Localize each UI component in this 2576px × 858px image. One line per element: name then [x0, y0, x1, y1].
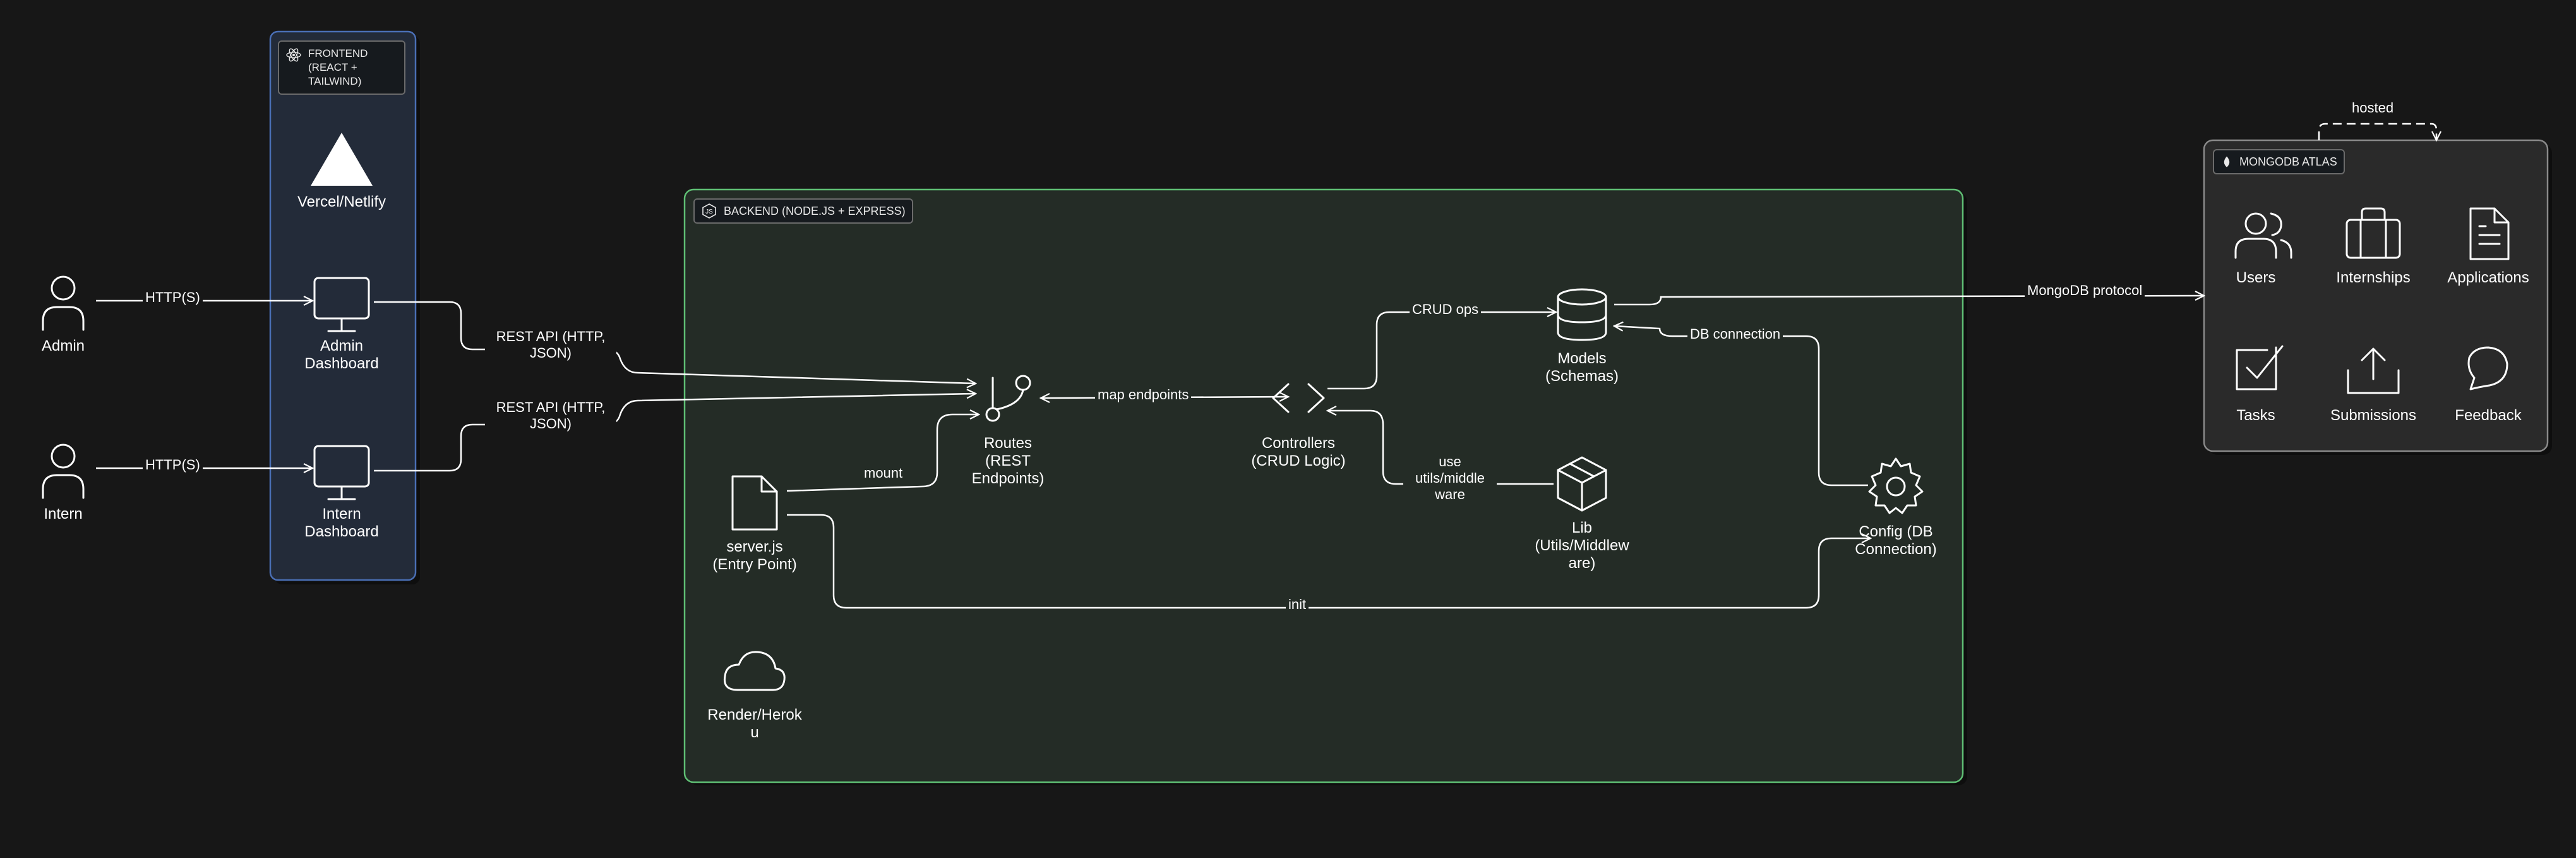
admin-label: Admin	[41, 337, 85, 354]
users-icon[interactable]	[2234, 212, 2292, 259]
edge-mongodb-protocol	[1614, 296, 2204, 306]
edge-hosted	[2318, 123, 2436, 140]
mongodb-group-title: MONGODB ATLAS	[2239, 155, 2337, 168]
edge-label-mongodb-protocol: MongoDB protocol	[2025, 282, 2145, 299]
users-label: Users	[2236, 269, 2276, 286]
lib-package-icon[interactable]	[1557, 456, 1607, 512]
edge-label-map-endpoints: map endpoints	[1095, 387, 1192, 403]
submissions-label: Submissions	[2330, 407, 2417, 424]
backend-group-badge: JS BACKEND (NODE.JS + EXPRESS)	[693, 198, 913, 224]
controllers-code-icon[interactable]	[1272, 383, 1325, 413]
edge-label-rest-intern: REST API (HTTP, JSON)	[485, 399, 616, 432]
edge-init	[787, 514, 1871, 609]
frontend-group-title-1: FRONTEND	[308, 47, 368, 59]
models-label: Models (Schemas)	[1545, 350, 1619, 385]
lib-label: Lib (Utils/Middlew are)	[1535, 519, 1629, 572]
nodejs-icon: JS	[702, 203, 716, 219]
svg-text:JS: JS	[705, 208, 713, 215]
edge-label-db-connection: DB connection	[1687, 326, 1783, 342]
intern-label: Intern	[44, 505, 83, 523]
feedback-label: Feedback	[2455, 407, 2522, 424]
routes-fork-icon[interactable]	[985, 375, 1031, 422]
edge-label-crud-ops: CRUD ops	[1410, 301, 1482, 318]
frontend-group-title-2: (REACT +	[308, 61, 357, 73]
admin-user-icon[interactable]	[42, 275, 85, 331]
backend-group	[683, 188, 1964, 783]
render-cloud-icon[interactable]	[723, 651, 786, 691]
admin-dashboard-monitor-icon[interactable]	[313, 277, 370, 332]
edge-label-mount: mount	[861, 465, 906, 481]
backend-group-title: BACKEND (NODE.JS + EXPRESS)	[724, 205, 906, 217]
edge-label-intern-http: HTTP(S)	[143, 457, 203, 473]
frontend-group-title-3: TAILWIND)	[308, 75, 362, 87]
admin-dashboard-label: Admin Dashboard	[304, 337, 379, 372]
frontend-group	[269, 30, 417, 581]
edge-crud-ops	[1327, 312, 1556, 390]
intern-dashboard-label: Intern Dashboard	[304, 505, 379, 540]
mongodb-group-badge: MONGODB ATLAS	[2213, 149, 2345, 174]
server-file-icon[interactable]	[731, 475, 778, 531]
edge-label-hosted: hosted	[2349, 100, 2397, 116]
edge-label-use-utils: use utils/middle ware	[1403, 454, 1497, 503]
edge-label-admin-http: HTTP(S)	[143, 289, 203, 306]
frontend-group-badge: FRONTEND (REACT + TAILWIND)	[278, 40, 405, 95]
applications-document-icon[interactable]	[2469, 207, 2510, 260]
internships-label: Internships	[2336, 269, 2411, 286]
intern-dashboard-monitor-icon[interactable]	[313, 445, 370, 500]
intern-user-icon[interactable]	[42, 444, 85, 499]
edge-mount	[786, 414, 979, 492]
edge-rest-intern	[374, 394, 976, 472]
mongodb-leaf-icon	[2224, 156, 2230, 167]
edge-label-init: init	[1286, 596, 1309, 613]
vercel-label: Vercel/Netlify	[297, 193, 386, 210]
vercel-triangle-icon[interactable]	[311, 133, 373, 186]
tasks-label: Tasks	[2236, 407, 2275, 424]
react-icon	[286, 48, 301, 62]
routes-label: Routes (REST Endpoints)	[971, 435, 1045, 487]
server-label: server.js (Entry Point)	[712, 538, 797, 573]
mongodb-group	[2203, 139, 2549, 452]
render-label: Render/Herok u	[707, 706, 802, 741]
edge-rest-admin	[374, 301, 976, 384]
submissions-upload-icon[interactable]	[2347, 347, 2400, 394]
internships-briefcase-icon[interactable]	[2345, 207, 2401, 259]
edge-use-utils	[1327, 411, 1554, 485]
edge-label-rest-admin: REST API (HTTP, JSON)	[485, 329, 616, 361]
tasks-checkbox-icon[interactable]	[2236, 345, 2284, 390]
controllers-label: Controllers (CRUD Logic)	[1251, 435, 1346, 469]
feedback-chat-icon[interactable]	[2467, 346, 2508, 390]
config-label: Config (DB Connection)	[1855, 523, 1937, 558]
config-gear-icon[interactable]	[1868, 457, 1924, 514]
applications-label: Applications	[2447, 269, 2529, 286]
edge-db-connection	[1614, 326, 1868, 486]
models-database-icon[interactable]	[1557, 288, 1607, 341]
